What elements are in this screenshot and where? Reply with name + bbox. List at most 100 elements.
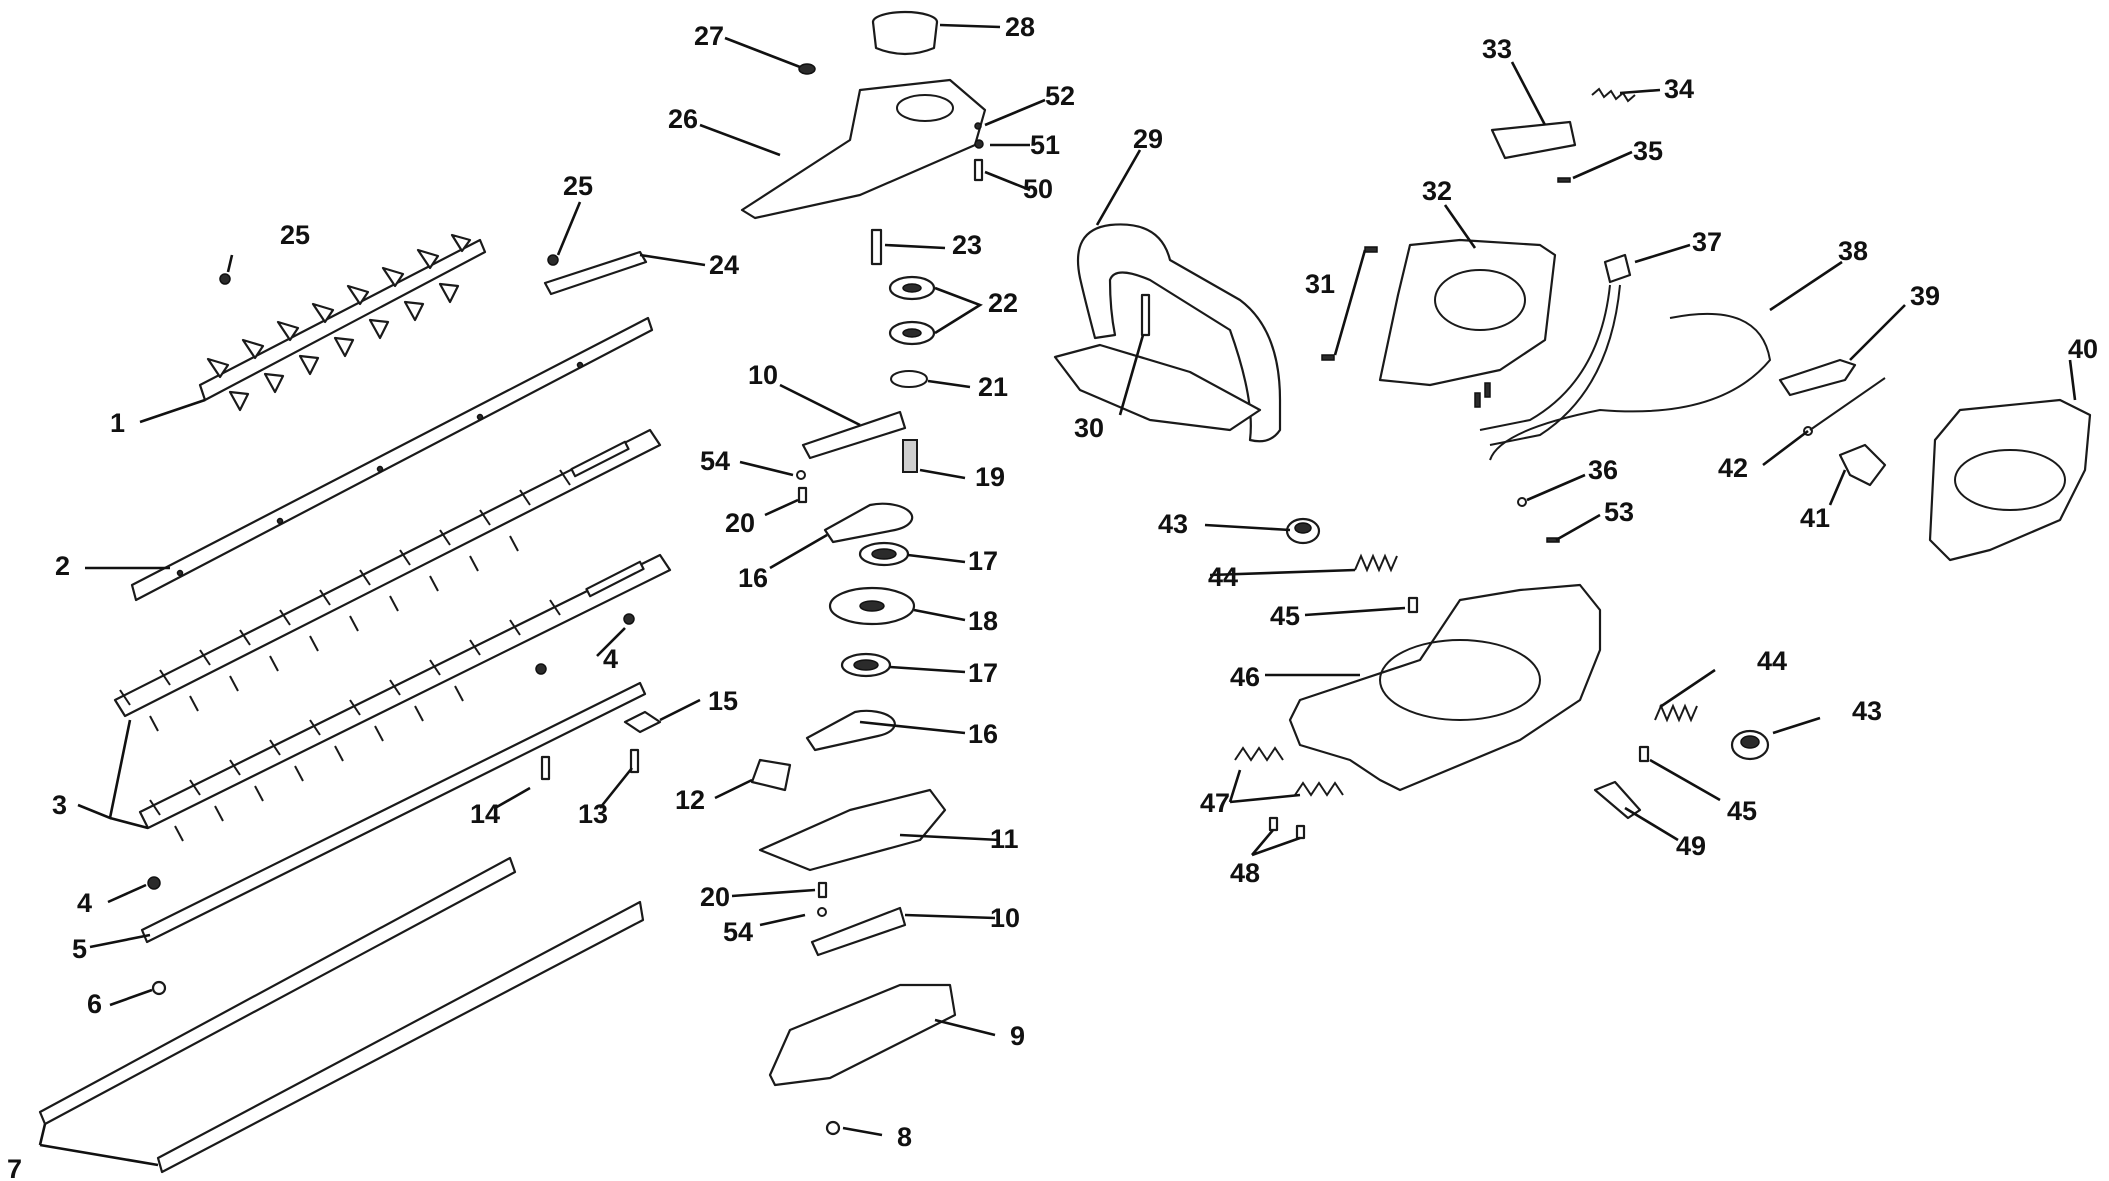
- callout-54: 54: [700, 446, 730, 476]
- part-42-pin: [1803, 377, 1886, 436]
- callout-43: 43: [1158, 509, 1188, 539]
- callout-13: 13: [578, 799, 608, 829]
- part-5-lower-bar: [140, 681, 647, 944]
- part-34-spring: [1591, 87, 1636, 103]
- callout-16: 16: [738, 563, 768, 593]
- part-29-front-handle: [1076, 223, 1282, 443]
- part-36-53-pins: [1517, 497, 1560, 543]
- part-48-screws: [1268, 816, 1306, 840]
- callout-17: 17: [968, 546, 998, 576]
- part-12-bracket: [750, 758, 792, 792]
- callout-41: 41: [1800, 503, 1830, 533]
- callout-10: 10: [748, 360, 778, 390]
- callout-9: 9: [1010, 1021, 1025, 1051]
- callout-15: 15: [708, 686, 738, 716]
- part-18-gear: [828, 586, 916, 626]
- part-38-wiring: [1474, 284, 1772, 461]
- callout-45: 45: [1270, 601, 1300, 631]
- part-8-screw: [825, 1120, 841, 1136]
- part-32-rear-housing-half: [1378, 238, 1557, 387]
- callout-37: 37: [1692, 227, 1722, 257]
- callout-42: 42: [1718, 453, 1748, 483]
- callout-4: 4: [603, 644, 618, 674]
- callout-12: 12: [675, 785, 705, 815]
- part-43-dampers: [1285, 517, 1770, 761]
- part-54-20-washers: [796, 470, 828, 917]
- callout-16: 16: [968, 719, 998, 749]
- part-37-switch: [1603, 253, 1632, 284]
- callout-4: 4: [77, 888, 92, 918]
- callout-7: 7: [7, 1154, 22, 1181]
- part-26-upper-housing: [740, 78, 987, 220]
- callout-5: 5: [72, 934, 87, 964]
- callout-1: 1: [110, 408, 125, 438]
- part-16-crank: [805, 502, 914, 752]
- callout-50: 50: [1023, 174, 1053, 204]
- callout-35: 35: [1633, 136, 1663, 166]
- part-46-handle-frame: [1288, 583, 1602, 792]
- callout-32: 32: [1422, 176, 1452, 206]
- part-22-bearings: [888, 275, 936, 346]
- part-11-gasket: [758, 788, 947, 872]
- callout-labels: 27 28 26 52 51 50 25 25 24 23 22 1 2 10 …: [7, 12, 2098, 1181]
- callout-46: 46: [1230, 662, 1260, 692]
- part-4-nut: [147, 613, 635, 890]
- leader-lines: [38, 23, 2077, 1167]
- part-1-upper-blade: [198, 233, 487, 412]
- part-50-51-52-small: [973, 122, 984, 182]
- part-6-screw: [151, 980, 167, 996]
- callout-20: 20: [725, 508, 755, 538]
- part-21-ring: [890, 370, 928, 388]
- callout-51: 51: [1030, 130, 1060, 160]
- part-25-nut: [219, 254, 559, 285]
- callout-29: 29: [1133, 124, 1163, 154]
- callout-25: 25: [280, 220, 310, 250]
- callout-48: 48: [1230, 858, 1260, 888]
- callout-8: 8: [897, 1122, 912, 1152]
- callout-39: 39: [1910, 281, 1940, 311]
- callout-31: 31: [1305, 269, 1335, 299]
- part-41-lockout: [1838, 443, 1887, 487]
- callout-28: 28: [1005, 12, 1035, 42]
- part-10-connecting-rod: [801, 410, 907, 957]
- callout-23: 23: [952, 230, 982, 260]
- callout-45: 45: [1727, 796, 1757, 826]
- callout-20: 20: [700, 882, 730, 912]
- callout-3: 3: [52, 790, 67, 820]
- callout-25: 25: [563, 171, 593, 201]
- callout-6: 6: [87, 989, 102, 1019]
- callout-2: 2: [55, 551, 70, 581]
- part-27-screw: [798, 63, 816, 75]
- callout-53: 53: [1604, 497, 1634, 527]
- part-24-small-plate: [543, 250, 648, 296]
- callout-19: 19: [975, 462, 1005, 492]
- callout-40: 40: [2068, 334, 2098, 364]
- callout-24: 24: [709, 250, 739, 280]
- callout-49: 49: [1676, 831, 1706, 861]
- callout-52: 52: [1045, 81, 1075, 111]
- callout-30: 30: [1074, 413, 1104, 443]
- part-13-14-screws: [540, 748, 640, 781]
- callout-33: 33: [1482, 34, 1512, 64]
- callout-10: 10: [990, 903, 1020, 933]
- part-39-lever: [1778, 358, 1857, 397]
- part-2-guide-bar: [130, 316, 654, 602]
- part-17-bearing: [840, 541, 910, 678]
- part-28-cup: [871, 10, 939, 56]
- part-7-blade-cover: [38, 856, 645, 1174]
- part-30-handle-guard: [1053, 293, 1262, 432]
- part-35-pin: [1557, 177, 1571, 183]
- part-3-cutting-blades: [113, 428, 672, 842]
- part-45-screws: [1407, 596, 1650, 763]
- callout-17: 17: [968, 658, 998, 688]
- callout-18: 18: [968, 606, 998, 636]
- callout-26: 26: [668, 104, 698, 134]
- part-23-pin: [870, 228, 883, 266]
- callout-21: 21: [978, 372, 1008, 402]
- callout-54: 54: [723, 917, 753, 947]
- callout-22: 22: [988, 288, 1018, 318]
- part-19-shaft: [902, 439, 918, 473]
- callout-44: 44: [1757, 646, 1787, 676]
- callout-38: 38: [1838, 236, 1868, 266]
